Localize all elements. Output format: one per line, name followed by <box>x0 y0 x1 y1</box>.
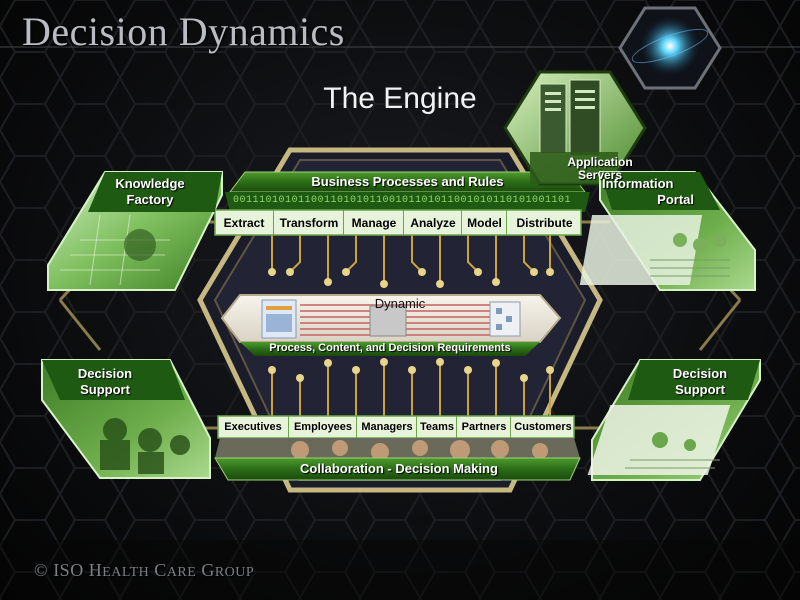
role-managers: Managers <box>356 416 417 438</box>
knowledge-factory-line1: Knowledge <box>115 176 185 191</box>
bottom-band-title: Collaboration - Decision Making <box>300 461 498 476</box>
step-analyze: Analyze <box>403 210 462 235</box>
footer-group: GROUP <box>201 560 254 580</box>
step-distribute: Distribute <box>506 210 582 235</box>
footer-health: HEALTH <box>89 560 150 580</box>
knowledge-factory-label: Knowledge Factory <box>100 176 200 208</box>
decision-support-left-label: Decision Support <box>55 366 155 398</box>
step-manage: Manage <box>343 210 404 235</box>
role-employees: Employees <box>288 416 357 438</box>
slide-title: Decision Dynamics <box>22 9 345 54</box>
application-servers-label-line1: Application <box>567 155 633 169</box>
information-portal-label: Information Portal <box>602 176 702 208</box>
information-portal-panel <box>579 171 756 291</box>
decision-support-right-label: Decision Support <box>650 366 750 398</box>
dynamic-band-graphic <box>220 294 562 356</box>
slide-subtitle: The Engine <box>323 82 477 115</box>
decision-support-left-line2: Support <box>80 382 130 397</box>
information-portal-line2: Portal <box>657 192 694 207</box>
circuit-nodes-bottom <box>268 358 554 382</box>
role-customers: Customers <box>510 416 575 438</box>
copyright-footer: © ISO HEALTH CARE GROUP <box>34 560 254 581</box>
knowledge-factory-line2: Factory <box>126 192 174 207</box>
bottom-band-graphic <box>214 415 581 481</box>
process-steps-row: Extract Transform Manage Analyze Model D… <box>215 210 581 235</box>
dynamic-caption: Process, Content, and Decision Requireme… <box>269 342 511 354</box>
step-extract: Extract <box>223 215 265 230</box>
top-band-title: Business Processes and Rules <box>311 174 504 189</box>
footer-iso: ISO <box>53 560 84 580</box>
footer-care-initial: C <box>154 560 167 580</box>
footer-health-initial: H <box>88 560 103 580</box>
circuit-traces-bottom <box>271 364 551 418</box>
role-teams: Teams <box>416 416 457 438</box>
roles-row: Executives Employees Managers Teams Part… <box>218 416 574 438</box>
decision-support-right-panel <box>587 359 761 481</box>
copyright-symbol: © <box>34 560 49 580</box>
footer-group-initial: G <box>201 560 215 580</box>
role-executives: Executives <box>224 421 282 433</box>
step-transform: Transform <box>273 210 344 235</box>
step-model: Model <box>461 210 507 235</box>
decision-support-left-panel <box>41 359 211 479</box>
knowledge-factory-panel <box>47 171 223 291</box>
footer-group-rest: ROUP <box>214 565 255 580</box>
circuit-nodes-top <box>268 268 554 288</box>
footer-health-rest: EALTH <box>102 565 150 580</box>
circuit-traces-top <box>271 235 551 282</box>
role-partners: Partners <box>456 416 511 438</box>
application-servers-label-line2: Servers <box>577 168 623 182</box>
binary-stream: 0011101010110011010101100101101011001010… <box>232 195 572 206</box>
decision-support-right-line1: Decision <box>672 366 728 381</box>
footer-care: CARE <box>154 560 196 580</box>
information-portal-line1: Information <box>602 176 674 191</box>
glow-hex-logo <box>618 6 722 90</box>
application-servers-label: Application Servers <box>560 156 640 182</box>
footer-care-rest: ARE <box>166 565 197 580</box>
top-band-graphic <box>214 171 590 236</box>
decision-support-right-line2: Support <box>675 382 725 397</box>
dynamic-label: Dynamic <box>374 296 426 311</box>
decision-support-left-line1: Decision <box>77 366 133 381</box>
